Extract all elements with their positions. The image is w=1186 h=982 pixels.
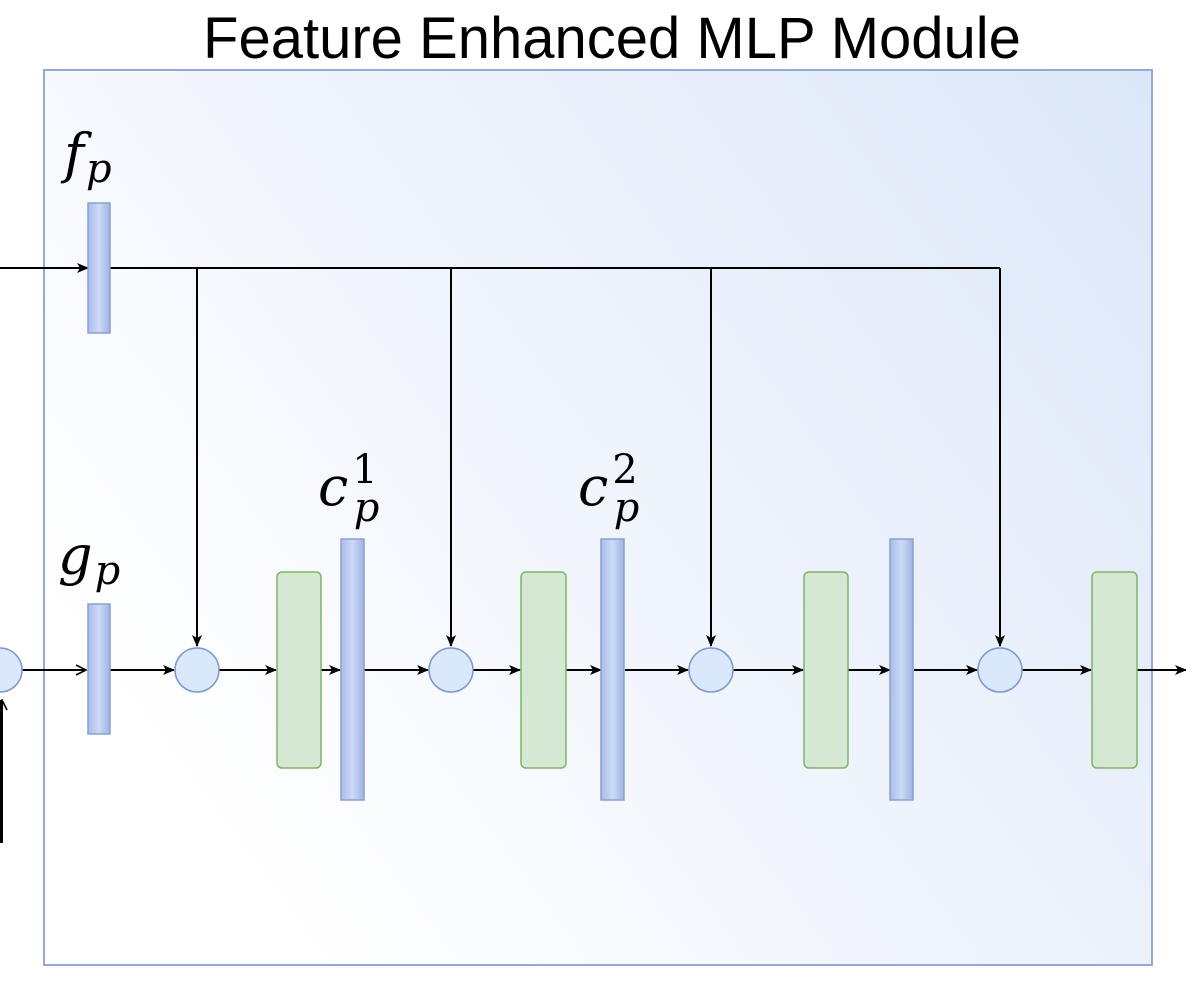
fp-feature-bar (87, 202, 111, 334)
gp-label: gp (58, 524, 120, 594)
mlp-block-1 (276, 571, 322, 769)
c2-feature-bar (600, 538, 625, 801)
fusion-node-3 (688, 647, 734, 693)
c1-feature-bar (340, 538, 365, 801)
feature-branch-lines (0, 263, 1005, 647)
gp-feature-bar (87, 603, 111, 735)
diagram-title: Feature Enhanced MLP Module (203, 6, 1021, 71)
input-node (0, 647, 23, 693)
module-container (43, 69, 1153, 966)
mlp-block-3 (803, 571, 849, 769)
fusion-node-4 (977, 647, 1023, 693)
mlp-block-4 (1091, 571, 1138, 769)
mlp-block-2 (520, 571, 567, 769)
fusion-node-2 (428, 647, 474, 693)
fusion-node-1 (174, 647, 220, 693)
main-flow-lines (0, 670, 1186, 843)
c3-feature-bar (889, 538, 914, 801)
